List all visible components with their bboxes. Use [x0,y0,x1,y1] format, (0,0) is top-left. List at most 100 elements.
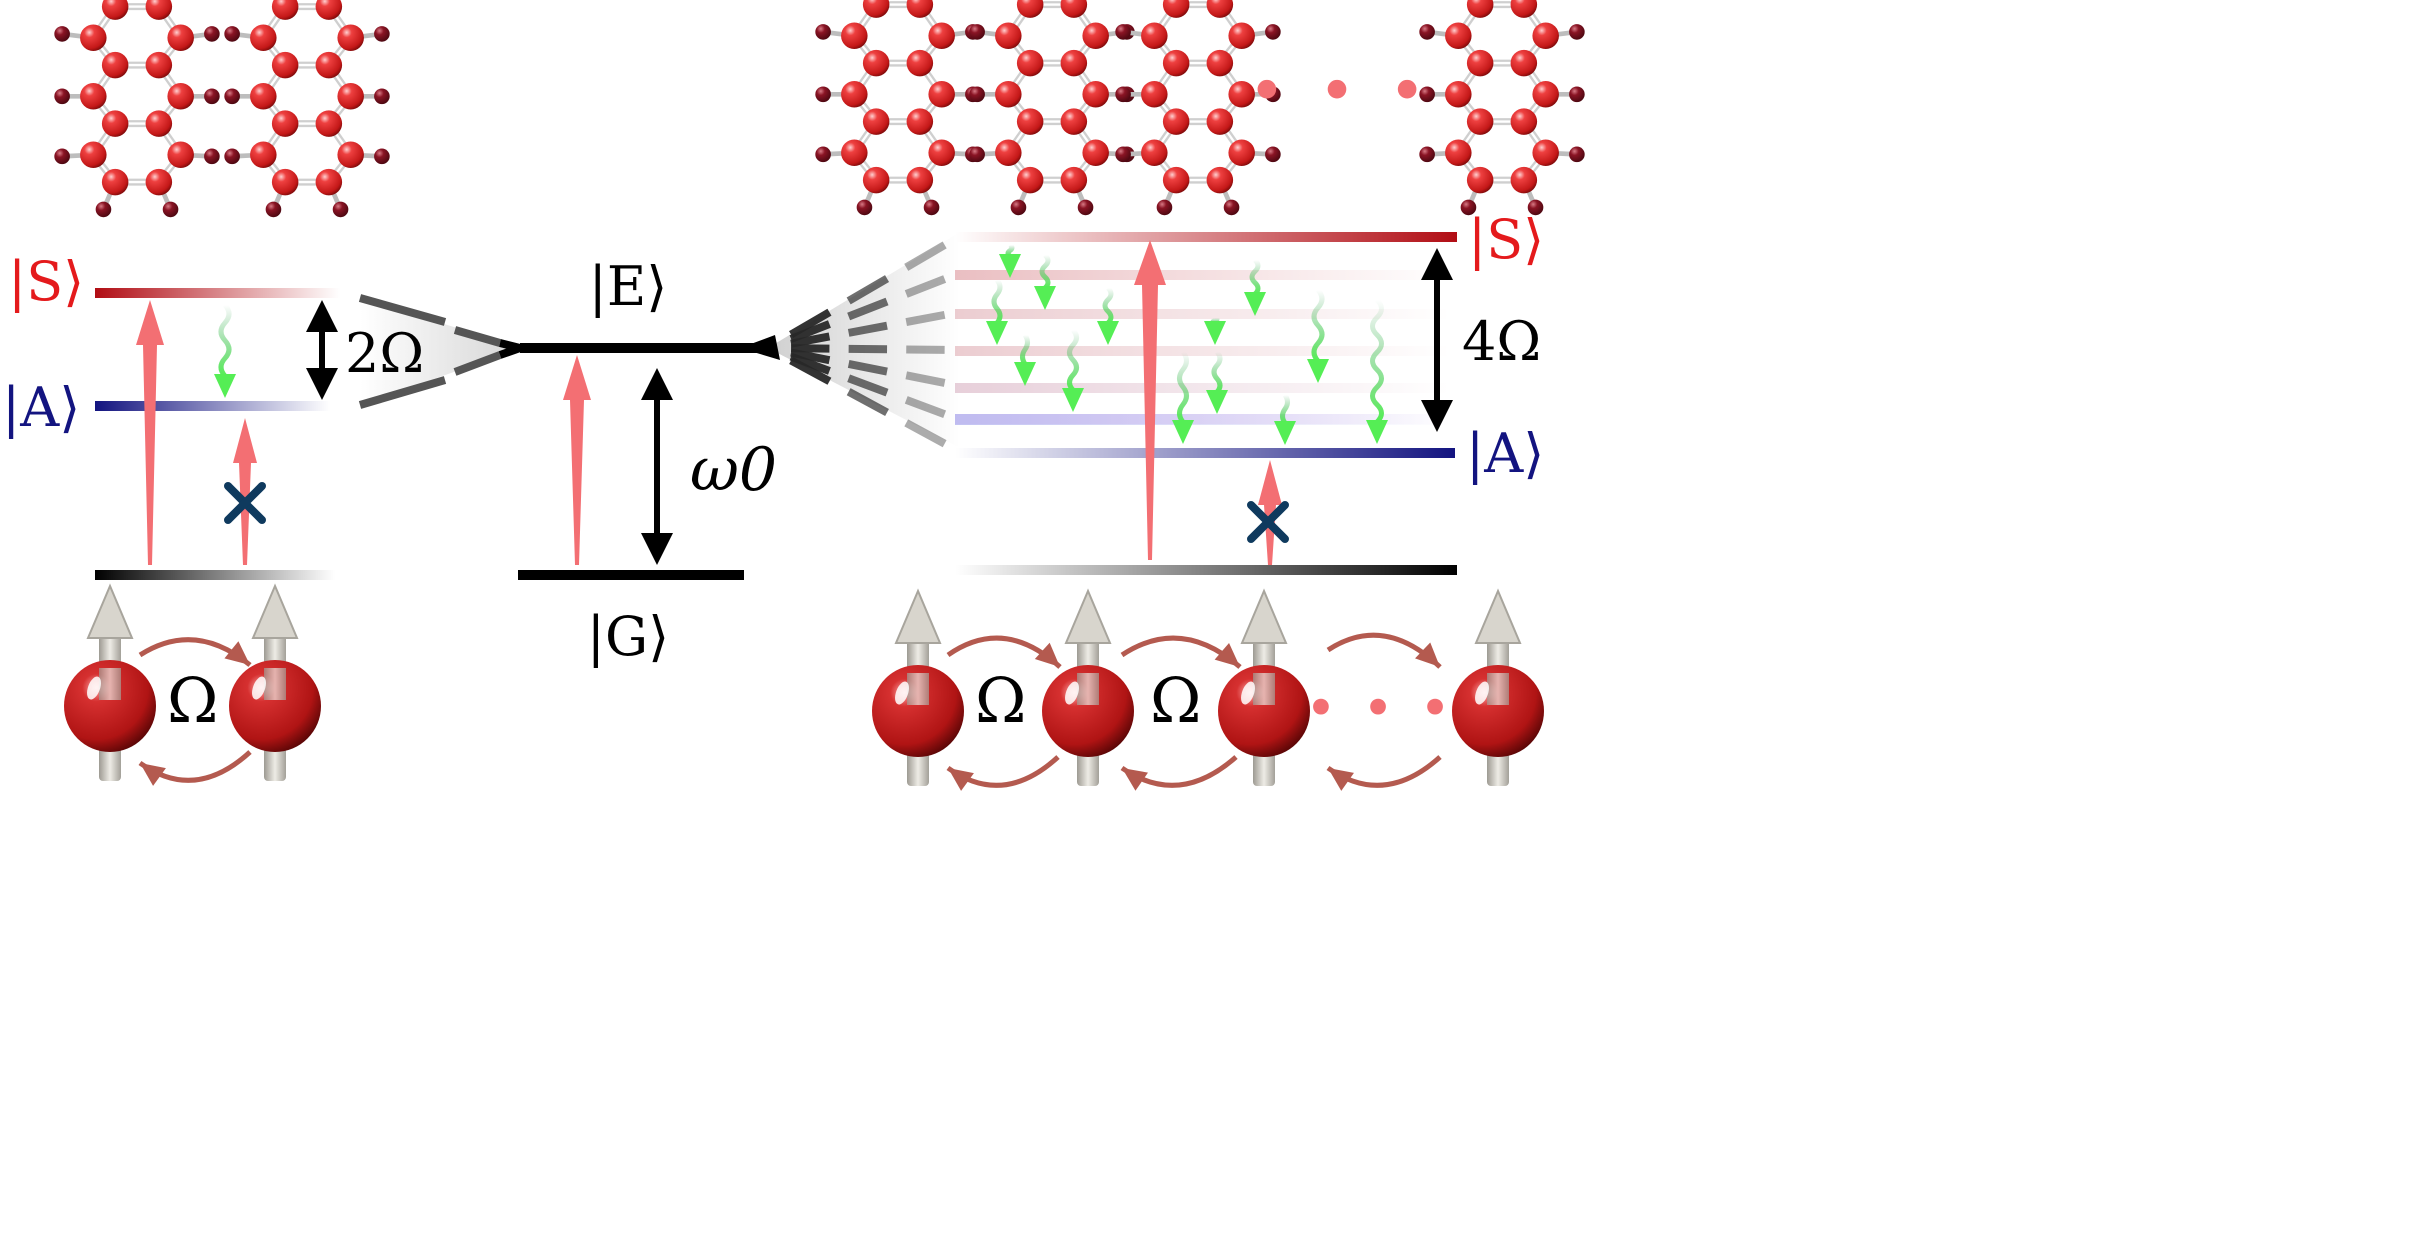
chain-bandwidth-label: 4Ω [1462,310,1541,373]
ground-state-label: |G⟩ [587,605,669,668]
excited-level [520,343,770,353]
chain-symmetric-label: |S⟩ [1468,208,1544,271]
transition-arrows [136,240,1453,565]
dimer-blocked-transition-mark [224,482,266,524]
chain-antisymmetric-excitation-arrow [1258,460,1282,565]
chain-coupling-cone [768,232,960,448]
chain-band-level [955,309,1450,319]
coupling-arrow-backward [1326,755,1442,791]
dashed-line [847,360,888,376]
spin-icon [229,583,321,781]
excited-state-label: |E⟩ [589,255,668,318]
spin-icon [1218,588,1310,786]
molecule-ellipsis: • • • [1248,55,1432,129]
dimer-coupling-label: Ω [167,664,218,737]
dashed-line [904,241,947,271]
molecule-icon [1419,0,1585,216]
dashed-line [904,396,947,418]
dashed-line [846,388,889,416]
spin-icon [64,583,156,781]
chain-decay-arrow [1062,328,1084,412]
spin-icon [1452,588,1544,786]
chain-decay-arrow [1366,298,1388,444]
chain-ground-level [955,565,1457,575]
dashed-line [789,356,832,385]
coupling-cones [358,232,960,448]
dashed-line [453,351,502,376]
dimer-splitting-label: 2Ω [345,322,424,385]
dashed-line [789,352,831,375]
chain-decay-arrow [1307,288,1329,383]
chain-decay-arrow [999,242,1021,278]
chain-decay-arrow [1206,350,1228,414]
chain-band-level [955,270,1450,280]
coupling-arrow-forward [1326,632,1442,669]
molecule-icon [969,0,1135,216]
molecule-icon [224,0,390,218]
dimer-coupling-cone [360,298,522,405]
chain-blocked-transition-mark [1247,501,1289,543]
coupling-arrow-forward [138,637,252,667]
dashed-line [789,320,831,343]
coupling-arrow-backward [138,750,252,786]
chain-bandwidth-arrow [1421,248,1453,432]
dashed-line [905,371,946,387]
dashed-line [790,348,831,365]
molecule-icon [815,0,981,216]
chain-band-level [955,346,1450,356]
chain-coupling-label-1: Ω [975,664,1026,737]
dashed-line [904,419,947,448]
coupling-arrow-backward [946,755,1060,791]
chain-antisymmetric-level [955,448,1455,458]
dashed-line [453,326,502,347]
transition-frequency-label: ω0 [690,435,777,505]
molecule-layer [54,0,1585,218]
center-excitation-arrow [563,355,591,565]
coupling-arrow-backward [1120,755,1238,791]
chain-decay-arrow [1172,350,1194,444]
dashed-line [358,294,447,326]
dimer-antisymmetric-excitation-arrow [233,418,257,565]
frequency-arrow [641,368,673,565]
ground-level [518,570,744,580]
chain-coupling-label-2: Ω [1150,664,1201,737]
chain-ellipsis: • • • [1305,677,1455,740]
molecule-icon [1115,0,1281,216]
coupling-arrow-forward [1120,635,1242,669]
chain-decay-arrow [1014,333,1036,386]
dashed-line [846,275,890,305]
energy-levels [95,232,1457,580]
chain-decay-arrow [1274,393,1296,445]
dashed-line [904,275,947,298]
spin-chain-layer [64,583,1544,791]
chain-decay-arrow [1204,315,1226,345]
dimer-ground-level [95,570,335,580]
chain-decay-arrow [1097,286,1119,345]
dashed-line [847,297,889,321]
chain-symmetric-level [955,232,1457,242]
molecule-icon [54,0,220,218]
dimer-symmetric-excitation-arrow [136,300,164,565]
dashed-line [789,308,832,339]
chain-band-level [955,383,1450,393]
chain-decay-arrow [1034,253,1056,310]
dimer-antisymmetric-level [95,401,330,411]
chain-decay-arrow [1244,258,1266,316]
spin-icon [872,588,964,786]
dimer-antisymmetric-label: |A⟩ [2,376,80,439]
coupling-arrow-forward [946,635,1062,669]
dashed-line [847,321,888,337]
dimer-symmetric-level [95,288,340,298]
dimer-splitting-arrow [306,300,338,400]
dashed-line [358,376,447,409]
dashed-line [847,374,889,397]
chain-antisymmetric-label: |A⟩ [1466,422,1544,485]
dashed-line [790,332,831,348]
dimer-decay-arrow [214,303,236,398]
chain-decay-arrow [986,278,1008,345]
chain-band-level [955,414,1450,425]
chain-symmetric-excitation-arrow [1134,240,1166,560]
spin-icon [1042,588,1134,786]
dashed-line [905,310,946,327]
